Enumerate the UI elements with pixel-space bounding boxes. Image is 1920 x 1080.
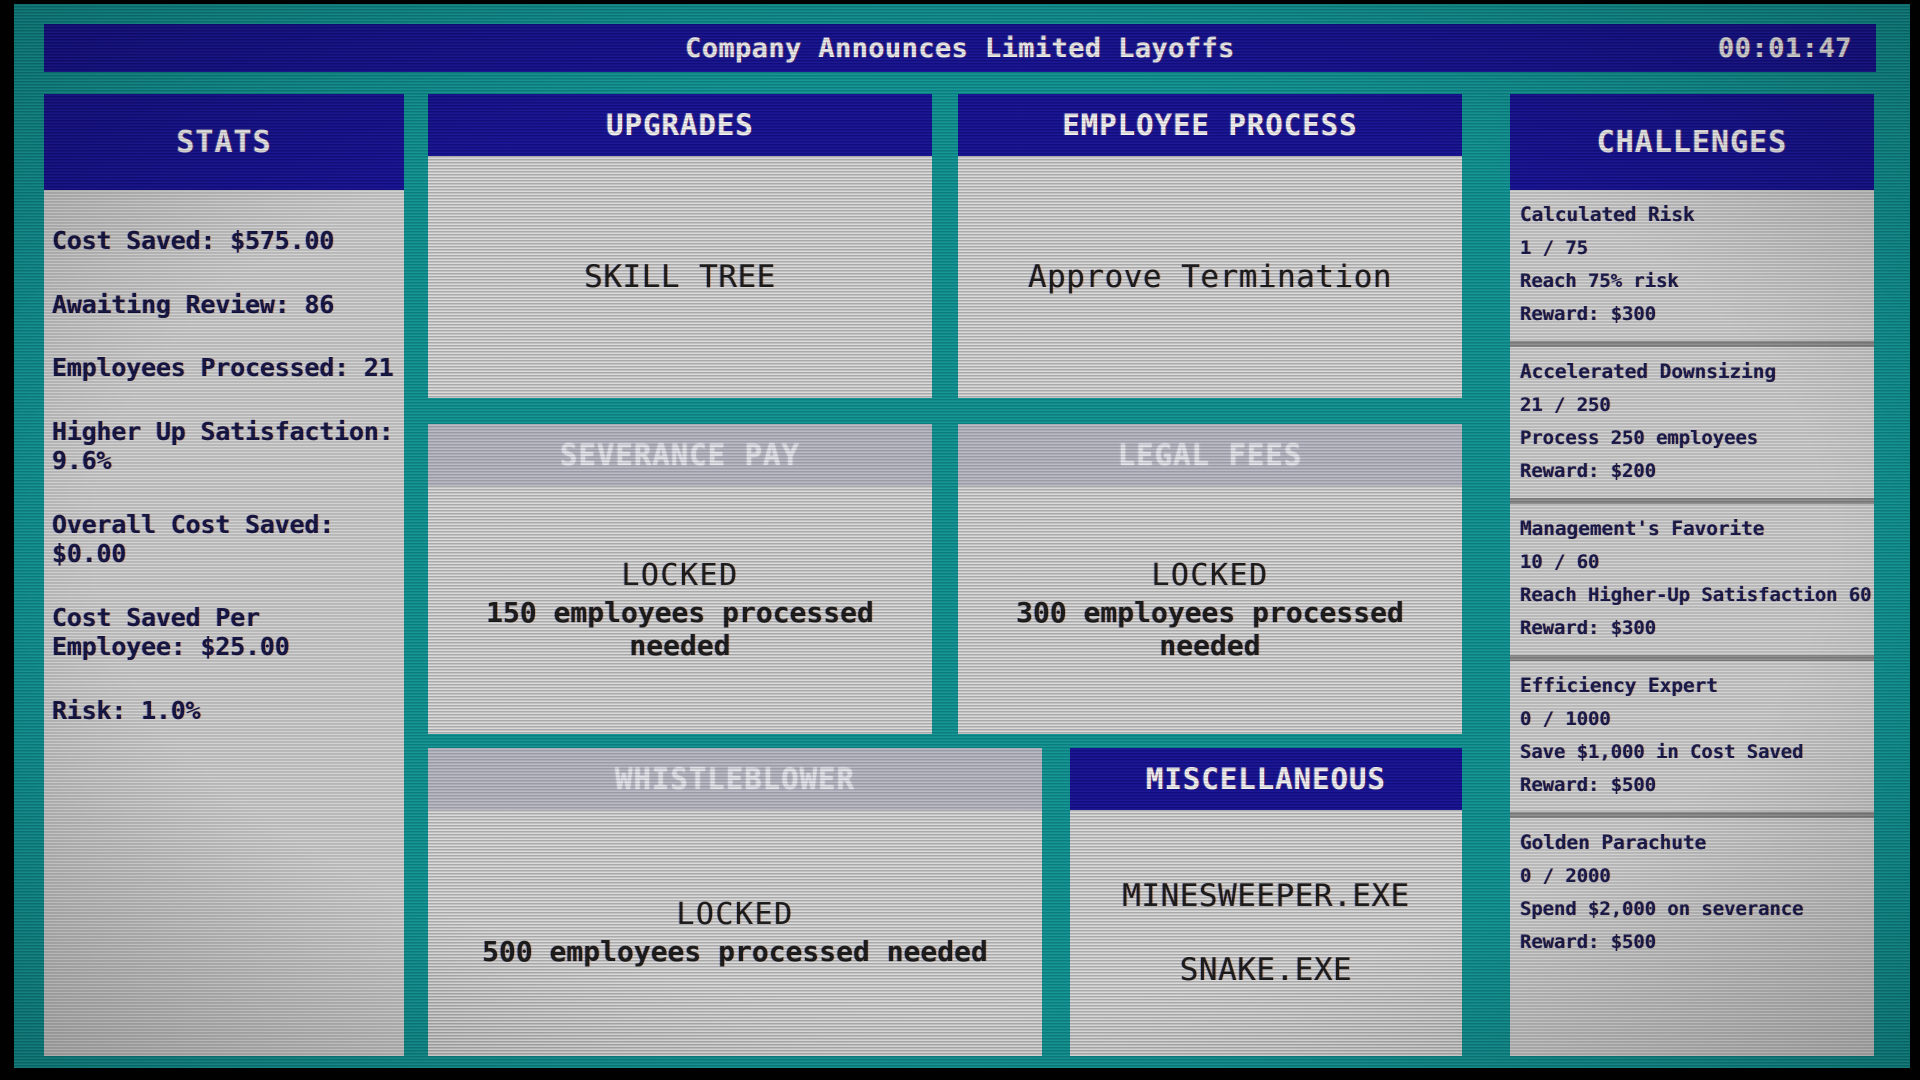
whistleblower-requirement: 500 employees processed needed [482, 935, 988, 969]
whistleblower-card-body: LOCKED 500 employees processed needed [428, 810, 1042, 1056]
challenge-name: Accelerated Downsizing [1520, 360, 1777, 384]
challenge-progress: 21 / 250 [1520, 393, 1611, 416]
challenge-progress: 1 / 75 [1520, 236, 1589, 259]
miscellaneous-panel: MISCELLANEOUS MINESWEEPER.EXE SNAKE.EXE [1070, 748, 1462, 1056]
timer-display: 00:01:47 [1717, 32, 1852, 64]
legal-fees-card-body: LOCKED 300 employees processed needed [958, 486, 1462, 734]
challenge-description: Reach Higher-Up Satisfaction 60 [1520, 584, 1872, 607]
challenge-progress: 0 / 1000 [1520, 708, 1611, 731]
miscellaneous-panel-header: MISCELLANEOUS [1070, 748, 1462, 810]
severance-pay-card-body: LOCKED 150 employees processed needed [428, 486, 932, 734]
challenge-item: Golden Parachute 0 / 2000 Spend $2,000 o… [1510, 818, 1874, 969]
stat-cost-saved-per-employee: Cost Saved Per Employee: $25.00 [52, 602, 290, 662]
whistleblower-locked-label: LOCKED [676, 897, 794, 933]
challenge-description: Spend $2,000 on severance [1520, 898, 1804, 921]
stat-cost-saved: Cost Saved: $575.00 [52, 226, 335, 255]
stat-risk: Risk: 1.0% [52, 695, 201, 725]
challenge-description: Reach 75% risk [1520, 269, 1679, 292]
challenge-item: Management's Favorite 10 / 60 Reach High… [1510, 504, 1874, 662]
whistleblower-card[interactable]: WHISTLEBLOWER LOCKED 500 employees proce… [428, 748, 1042, 1056]
header-bar: Company Announces Limited Layoffs 00:01:… [44, 24, 1876, 72]
employee-process-panel-header: EMPLOYEE PROCESS [958, 94, 1462, 156]
snake-exe-button[interactable]: SNAKE.EXE [1179, 952, 1353, 988]
challenges-panel-body: Calculated Risk 1 / 75 Reach 75% risk Re… [1510, 190, 1874, 1056]
challenge-name: Calculated Risk [1520, 203, 1695, 226]
upgrades-panel-body: SKILL TREE [428, 156, 932, 398]
skill-tree-button[interactable]: SKILL TREE [584, 259, 776, 295]
employee-process-panel: EMPLOYEE PROCESS Approve Termination [958, 94, 1462, 398]
challenge-item: Calculated Risk 1 / 75 Reach 75% risk Re… [1510, 190, 1874, 348]
stats-panel-header: STATS [44, 94, 404, 190]
challenge-name: Efficiency Expert [1520, 674, 1718, 698]
challenge-progress: 10 / 60 [1520, 551, 1600, 574]
challenges-panel-header: CHALLENGES [1510, 94, 1874, 190]
stat-overall-cost-saved: Overall Cost Saved: $0.00 [52, 509, 335, 569]
challenge-reward: Reward: $500 [1520, 774, 1657, 797]
page-title: Company Announces Limited Layoffs [685, 32, 1235, 64]
approve-termination-button[interactable]: Approve Termination [1027, 259, 1393, 295]
challenge-item: Accelerated Downsizing 21 / 250 Process … [1510, 347, 1874, 505]
miscellaneous-panel-body: MINESWEEPER.EXE SNAKE.EXE [1070, 810, 1462, 1056]
whistleblower-card-header: WHISTLEBLOWER [428, 748, 1042, 810]
severance-pay-card-header: SEVERANCE PAY [428, 424, 932, 486]
legal-fees-card[interactable]: LEGAL FEES LOCKED 300 employees processe… [958, 424, 1462, 734]
challenge-reward: Reward: $500 [1520, 931, 1657, 954]
stats-panel: STATS Cost Saved: $575.00 Awaiting Revie… [44, 94, 404, 1056]
challenge-reward: Reward: $200 [1520, 460, 1657, 483]
legal-fees-locked-label: LOCKED [1151, 558, 1269, 594]
challenge-reward: Reward: $300 [1520, 617, 1657, 640]
challenge-description: Process 250 employees [1520, 427, 1759, 450]
challenge-reward: Reward: $300 [1520, 303, 1657, 326]
challenges-panel: CHALLENGES Calculated Risk 1 / 75 Reach … [1510, 94, 1874, 1056]
upgrades-panel-header: UPGRADES [428, 94, 932, 156]
employee-process-panel-body: Approve Termination [958, 156, 1462, 398]
challenge-progress: 0 / 2000 [1520, 865, 1611, 888]
minesweeper-exe-button[interactable]: MINESWEEPER.EXE [1122, 878, 1410, 914]
severance-pay-requirement: 150 employees processed needed [486, 596, 874, 662]
stat-higher-up-satisfaction: Higher Up Satisfaction: 9.6% [52, 416, 394, 476]
severance-pay-locked-label: LOCKED [621, 558, 739, 594]
stat-awaiting-review: Awaiting Review: 86 [52, 289, 335, 319]
challenge-item: Efficiency Expert 0 / 1000 Save $1,000 i… [1510, 661, 1874, 819]
legal-fees-requirement: 300 employees processed needed [1016, 596, 1404, 662]
severance-pay-card[interactable]: SEVERANCE PAY LOCKED 150 employees proce… [428, 424, 932, 734]
legal-fees-card-header: LEGAL FEES [958, 424, 1462, 486]
challenge-description: Save $1,000 in Cost Saved [1520, 741, 1804, 764]
challenge-name: Management's Favorite [1520, 517, 1765, 541]
upgrades-panel: UPGRADES SKILL TREE [428, 94, 932, 398]
stat-employees-processed: Employees Processed: 21 [52, 353, 394, 382]
stats-panel-body: Cost Saved: $575.00 Awaiting Review: 86 … [44, 190, 404, 1056]
challenge-name: Golden Parachute [1520, 831, 1707, 855]
